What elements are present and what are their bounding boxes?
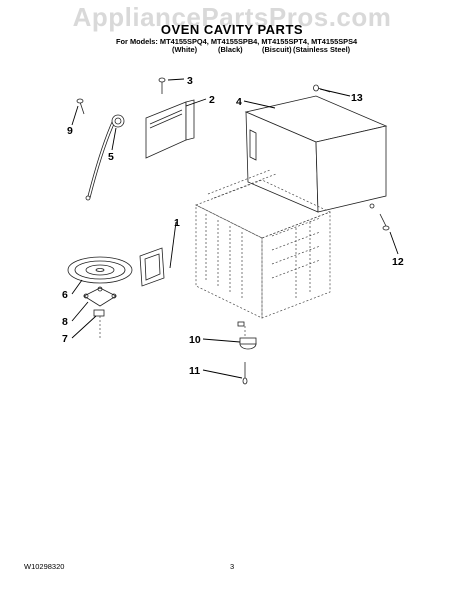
callout-2: 2 — [209, 94, 215, 106]
oven-cavity-chassis — [195, 169, 331, 327]
callout-10: 10 — [189, 334, 201, 346]
document-number: W10298320 — [24, 562, 65, 571]
page-title: OVEN CAVITY PARTS — [160, 22, 304, 37]
turntable-motor — [239, 326, 257, 350]
watermark: AppliancePartsPros.com — [72, 2, 392, 32]
callout-13: 13 — [351, 92, 363, 104]
finish-stainless-steel: (Stainless Steel) — [293, 45, 351, 54]
turntable-tray — [67, 256, 133, 284]
roller-ring — [83, 286, 117, 307]
callout-9: 9 — [67, 125, 73, 137]
models-line: For Models: MT4155SPQ4, MT4155SPB4, MT41… — [116, 37, 358, 46]
callout-8: 8 — [62, 316, 68, 328]
callout-6: 6 — [62, 289, 68, 301]
callout-5: 5 — [108, 151, 114, 163]
finish-white: (White) — [172, 45, 198, 54]
waveguide-cover — [145, 99, 195, 159]
cable-assembly — [85, 114, 125, 201]
finish-biscuit: (Biscuit) — [262, 45, 292, 54]
screw-13 — [313, 84, 331, 93]
callout-4: 4 — [236, 96, 242, 108]
finish-black: (Black) — [218, 45, 243, 54]
screw-9 — [76, 98, 85, 115]
callout-1: 1 — [174, 217, 180, 229]
screw-12 — [379, 213, 390, 231]
callout-3: 3 — [187, 75, 193, 87]
callout-12: 12 — [392, 256, 404, 268]
lamp-cover — [139, 247, 165, 287]
callout-11: 11 — [189, 365, 200, 377]
cabinet-wrapper — [244, 95, 388, 213]
screw-3 — [158, 77, 166, 94]
leader-lines — [71, 78, 399, 379]
page-number: 3 — [230, 562, 235, 571]
callout-7: 7 — [62, 333, 68, 345]
screw-11 — [242, 362, 248, 385]
coupler — [93, 309, 105, 340]
